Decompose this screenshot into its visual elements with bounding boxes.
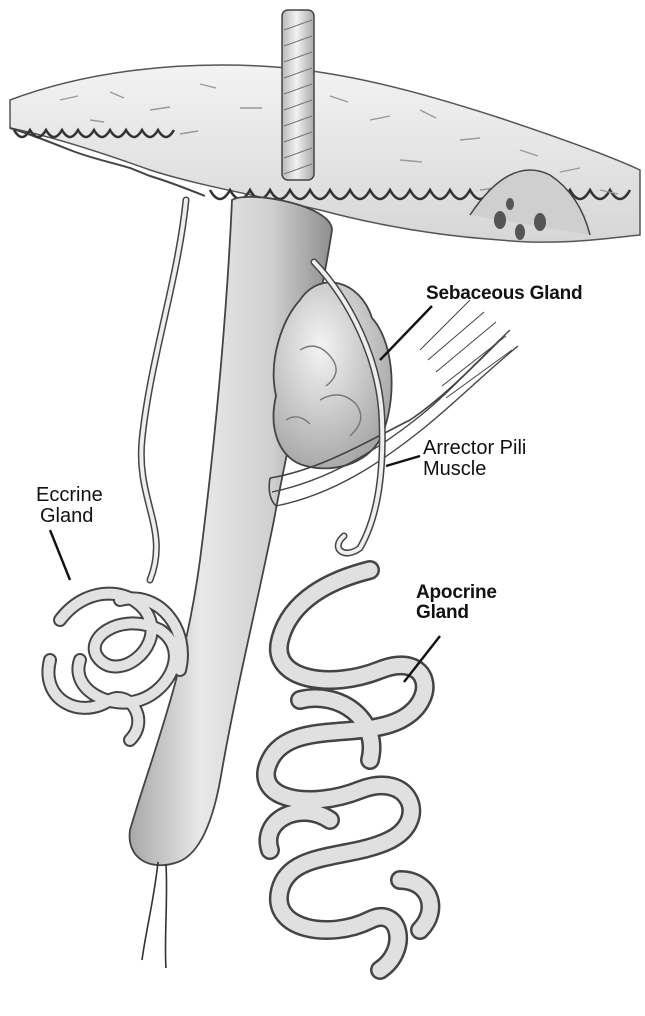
apocrine-gland-label: Apocrine Gland <box>416 583 497 623</box>
sebaceous-leader-line <box>380 306 432 360</box>
eccrine-label-line2: Gland <box>36 506 103 527</box>
sebaceous-gland-label-text: Sebaceous Gland <box>426 284 582 304</box>
eccrine-gland-label: Eccrine Gland <box>36 485 103 527</box>
eccrine-label-line1: Eccrine <box>36 485 103 506</box>
arrector-pili-label-line2: Muscle <box>423 459 526 480</box>
skin-surface <box>10 65 640 242</box>
apocrine-label-line2: Gland <box>416 603 497 623</box>
arrector-pili-muscle-label: Arrector Pili Muscle <box>423 438 526 480</box>
arrector-pili-label-line1: Arrector Pili <box>423 438 526 459</box>
arrector-leader-line <box>386 456 420 466</box>
apocrine-label-line1: Apocrine <box>416 583 497 603</box>
sebaceous-gland-label: Sebaceous Gland <box>426 284 582 304</box>
eccrine-leader-line <box>50 530 70 580</box>
eccrine-gland-shape <box>48 200 186 740</box>
hair-shaft <box>282 10 314 180</box>
